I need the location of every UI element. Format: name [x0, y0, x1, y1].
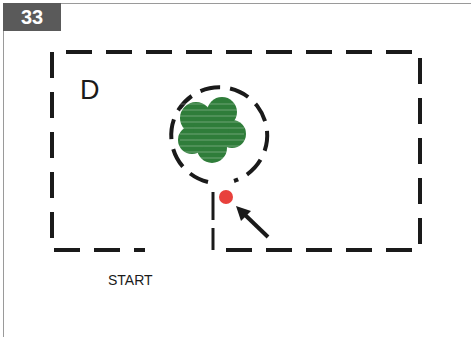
path-lines — [212, 192, 215, 250]
figure-number: 33 — [21, 7, 43, 27]
header-tab — [3, 3, 61, 31]
area-letter: D — [80, 77, 100, 104]
plant-texture — [180, 104, 244, 158]
start-label: START — [108, 273, 153, 287]
plant — [178, 97, 246, 163]
pointer-arrow — [236, 206, 268, 237]
position-dot — [219, 190, 233, 204]
tree-circle — [171, 87, 267, 182]
frame-line — [4, 4, 472, 337]
room-outline — [52, 52, 420, 250]
